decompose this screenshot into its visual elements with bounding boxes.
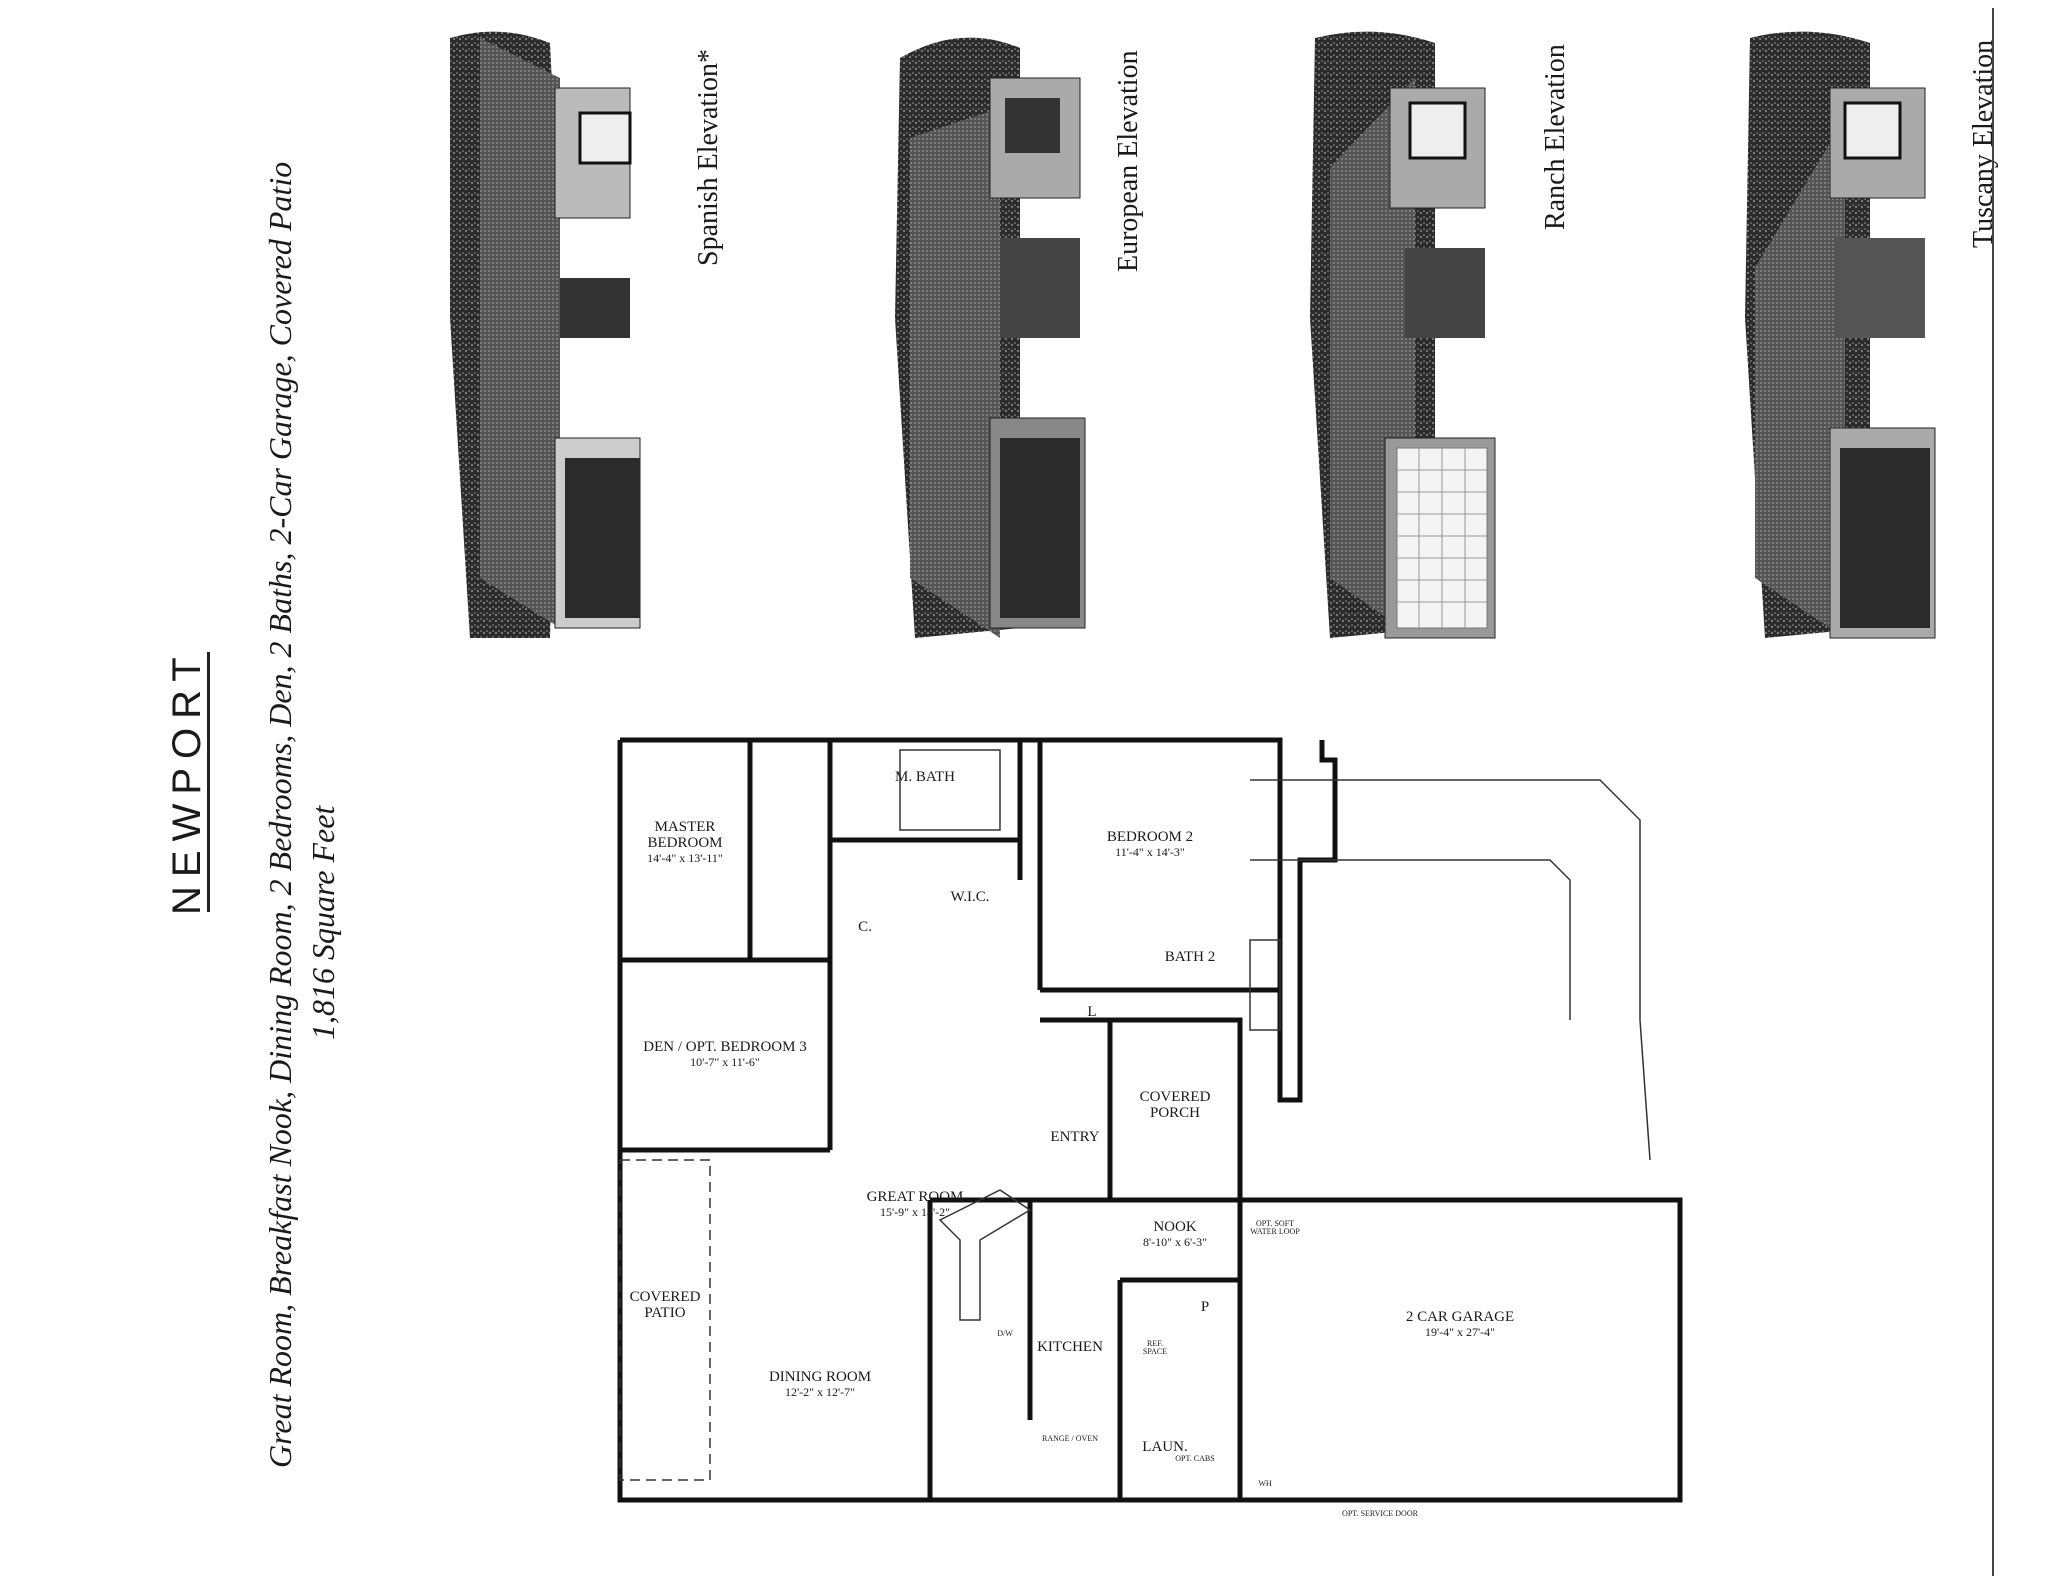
tuscany-elevation-image bbox=[1740, 18, 1950, 648]
room-entry: ENTRY bbox=[1050, 1129, 1100, 1145]
plan-title: NEWPORT bbox=[165, 648, 209, 915]
room-den: DEN / OPT. BEDROOM 3 10'-7" x 11'-6" bbox=[643, 1039, 807, 1069]
refrigerator-space-label: REF. SPACE bbox=[1142, 1339, 1168, 1356]
room-master-bedroom: MASTER BEDROOM 14'-4" x 13'-11" bbox=[647, 819, 723, 865]
room-nook: NOOK 8'-10" x 6'-3" bbox=[1142, 1219, 1208, 1249]
room-kitchen: KITCHEN bbox=[1037, 1339, 1103, 1355]
room-bedroom-2: BEDROOM 2 11'-4" x 14'-3" bbox=[1106, 829, 1194, 859]
soft-water-loop-label: OPT. SOFT WATER LOOP bbox=[1250, 1219, 1300, 1236]
room-pantry: P bbox=[1200, 1299, 1210, 1315]
dishwasher-label: D/W bbox=[997, 1329, 1013, 1338]
elevation-label: Ranch Elevation bbox=[1540, 44, 1571, 230]
elevation-label: Spanish Elevation* bbox=[693, 49, 724, 266]
room-covered-porch: COVERED PORCH bbox=[1139, 1089, 1211, 1121]
floor-plan-drawing bbox=[617, 737, 1683, 1503]
room-great-room: GREAT ROOM 15'-9" x 14'-2" bbox=[866, 1189, 964, 1219]
floor-plan: MASTER BEDROOM 14'-4" x 13'-11" M. BATH … bbox=[600, 720, 1780, 1580]
room-dining-room: DINING ROOM 12'-2" x 12'-7" bbox=[768, 1369, 872, 1399]
range-oven-label: RANGE / OVEN bbox=[1042, 1434, 1098, 1443]
title-underline bbox=[207, 652, 210, 912]
room-walk-in-closet: W.I.C. bbox=[950, 889, 990, 905]
service-door-label: OPT. SERVICE DOOR bbox=[1342, 1509, 1418, 1518]
optional-cabinets-label: OPT. CABS bbox=[1175, 1454, 1215, 1463]
spanish-elevation-image bbox=[440, 18, 650, 648]
page-edge-rule bbox=[1992, 8, 1994, 1576]
room-bath-2: BATH 2 bbox=[1164, 949, 1216, 965]
room-covered-patio: COVERED PATIO bbox=[629, 1289, 701, 1321]
ranch-elevation-image bbox=[1305, 18, 1520, 648]
plan-features-subtitle: Great Room, Breakfast Nook, Dining Room,… bbox=[262, 161, 298, 1468]
room-linen: L bbox=[1087, 1004, 1097, 1020]
water-heater-label: WH bbox=[1258, 1479, 1272, 1488]
european-elevation-image bbox=[890, 18, 1100, 648]
room-closet: C. bbox=[858, 919, 872, 935]
room-master-bath: M. BATH bbox=[895, 769, 956, 785]
room-garage: 2 CAR GARAGE 19'-4" x 27'-4" bbox=[1405, 1309, 1515, 1339]
room-laundry: LAUN. bbox=[1142, 1439, 1188, 1455]
elevation-label: European Elevation bbox=[1113, 50, 1144, 272]
square-footage: 1,816 Square Feet bbox=[305, 805, 341, 1040]
elevation-label: Tuscany Elevation bbox=[1968, 39, 1999, 248]
